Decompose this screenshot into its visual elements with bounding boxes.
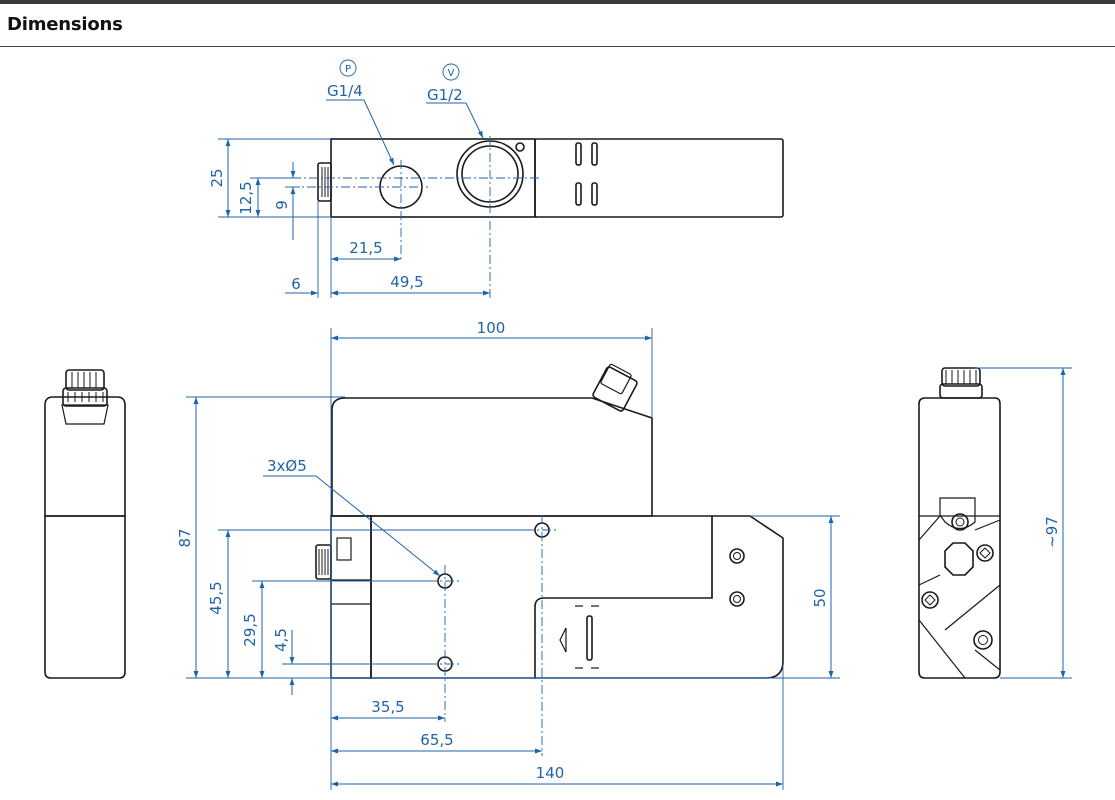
dim-front-body-height: 50	[811, 588, 829, 607]
left-side-view	[44, 369, 126, 679]
right-view-screw	[951, 513, 969, 531]
dim-top-half-height: 12,5	[237, 181, 255, 214]
dim-top-offset: 9	[273, 200, 291, 210]
cover-screw	[729, 591, 745, 607]
cover-screw	[729, 548, 745, 564]
front-view-plug	[592, 366, 638, 412]
port-v-inner-circle	[461, 145, 519, 203]
port-p-marker-circle	[339, 59, 357, 77]
right-view-body	[918, 397, 1001, 679]
dim-front-length: 140	[536, 764, 565, 782]
port-v-letter: V	[448, 68, 455, 79]
dim-top-connector: 6	[291, 275, 301, 293]
port-v-marker-circle	[442, 63, 460, 81]
right-view-screw	[976, 544, 994, 562]
front-view-main-body	[370, 515, 713, 679]
port-p-thread-label: G1/4	[327, 82, 363, 100]
dim-side-height: ~97	[1043, 516, 1061, 548]
port-v-thread-label: G1/2	[427, 86, 463, 104]
dim-top-to-p: 21,5	[349, 239, 382, 257]
front-view-cover	[535, 515, 784, 679]
dim-front-hole-height-1: 45,5	[207, 581, 225, 614]
right-view-screw	[973, 630, 993, 650]
dim-front-top-width: 100	[477, 319, 506, 337]
right-view-screw	[921, 591, 939, 609]
dim-front-hole-x-2: 65,5	[420, 731, 453, 749]
top-view-connector	[317, 162, 332, 202]
vent-slot	[575, 182, 582, 206]
port-p-letter: P	[345, 64, 351, 75]
front-view-housing	[331, 397, 653, 517]
mounting-holes-label: 3xØ5	[267, 457, 307, 475]
section-title: Dimensions	[7, 14, 123, 35]
top-view-screw	[515, 142, 525, 152]
vent-slot	[591, 182, 598, 206]
vent-slot	[591, 142, 598, 166]
left-view-nut	[62, 387, 108, 407]
dim-top-height: 25	[208, 168, 226, 187]
dim-top-to-v: 49,5	[390, 273, 423, 291]
front-vent-slot	[586, 615, 593, 661]
left-view-upper-body	[44, 396, 126, 517]
top-view-housing	[534, 138, 784, 218]
front-view-connector	[315, 544, 332, 580]
front-view: 100 3xØ5 87 45,5 29,5 4,5 50 35,5 65,5 1…	[176, 319, 840, 790]
dim-front-hole-height-2: 29,5	[241, 613, 259, 646]
dim-front-height: 87	[176, 528, 194, 547]
right-side-view: ~97	[918, 367, 1072, 679]
top-frame-bar	[0, 0, 1115, 4]
vent-slot	[575, 142, 582, 166]
section-header: Dimensions	[0, 4, 1115, 47]
dim-front-hole-height-3: 4,5	[272, 628, 290, 652]
top-view: P V G1/4 G1/2 25 12,5 9 21,5 49,5 6	[208, 59, 784, 298]
left-view-lower-body	[44, 515, 126, 679]
left-view-plug	[65, 369, 105, 391]
dim-front-hole-x-1: 35,5	[371, 698, 404, 716]
right-view-plug	[941, 367, 981, 387]
right-view-hex-port	[944, 542, 974, 576]
